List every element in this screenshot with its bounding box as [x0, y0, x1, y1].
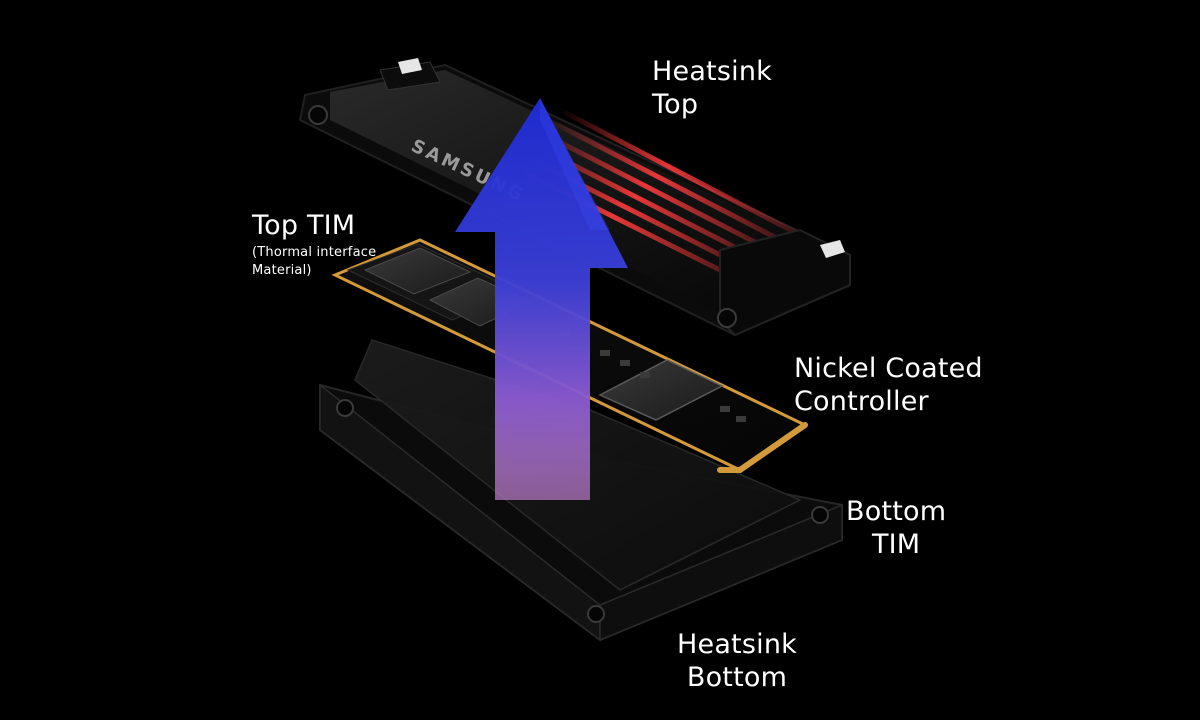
nand-chip-1: [363, 247, 472, 295]
label-nickel-coated-controller: Nickel Coated Controller: [794, 353, 983, 417]
heat-dissipation-arrow-icon: [455, 98, 628, 500]
controller-chip: [598, 359, 724, 421]
label-bottom-tim: Bottom TIM: [846, 496, 947, 560]
label-top-tim-subtitle: (Thormal interface Material): [252, 245, 377, 278]
label-top-tim: Top TIM (Thormal interface Material): [252, 210, 377, 278]
label-heatsink-bottom: Heatsink Bottom: [677, 629, 797, 693]
label-heatsink-top: Heatsink Top: [652, 56, 772, 120]
